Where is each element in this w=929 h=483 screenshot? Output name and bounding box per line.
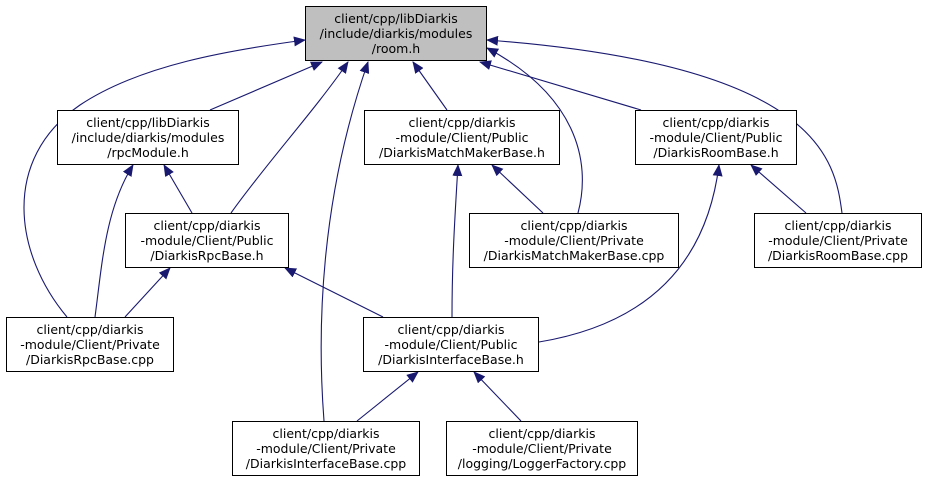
node-match-maker-base-cpp[interactable]: client/cpp/diarkis -module/Client/Privat… (469, 213, 679, 268)
node-room-base-h[interactable]: client/cpp/diarkis -module/Client/Public… (635, 110, 797, 165)
node-line: /DiarkisMatchMakerBase.cpp (483, 248, 665, 263)
node-room-base-cpp[interactable]: client/cpp/diarkis -module/Client/Privat… (754, 213, 922, 268)
node-line: /DiarkisRoomBase.h (653, 145, 779, 160)
edge-interface-base-h-to-match-maker-base-h (451, 164, 463, 318)
node-line: /DiarkisInterfaceBase.cpp (245, 456, 407, 471)
edge-room-base-cpp-to-room-base-h (750, 164, 807, 214)
edge-interface-base-h-to-rpc-base-h (284, 267, 384, 318)
node-line: client/cpp/diarkis (272, 426, 380, 441)
node-line: -module/Client/Private (504, 233, 644, 248)
node-line: -module/Client/Private (20, 337, 160, 352)
node-line: /include/diarkis/modules (71, 130, 225, 145)
edge-rpc-base-h-to-rpc-module-h (163, 164, 193, 214)
edge-interface-base-cpp-to-interface-base-h (356, 371, 419, 422)
edge-rpc-base-h-to-room-h (230, 61, 349, 214)
node-line: client/cpp/diarkis (784, 218, 892, 233)
node-line: -module/Client/Public (384, 337, 518, 352)
node-line: client/cpp/diarkis (488, 426, 596, 441)
node-line: /DiarkisInterfaceBase.h (378, 352, 524, 367)
node-line: /logging/LoggerFactory.cpp (457, 456, 627, 471)
node-rpc-module-h[interactable]: client/cpp/libDiarkis /include/diarkis/m… (57, 110, 239, 165)
node-line: /DiarkisMatchMakerBase.h (379, 145, 545, 160)
node-line: client/cpp/diarkis (662, 115, 770, 130)
node-interface-base-cpp[interactable]: client/cpp/diarkis -module/Client/Privat… (232, 421, 420, 476)
edge-rpc-base-cpp-to-rpc-module-h (94, 164, 134, 318)
node-rpc-base-h[interactable]: client/cpp/diarkis -module/Client/Public… (125, 213, 289, 268)
edge-interface-base-h-to-room-base-h (538, 164, 723, 343)
edge-rpc-base-cpp-to-room-h (23, 36, 306, 318)
node-interface-base-h[interactable]: client/cpp/diarkis -module/Client/Public… (363, 317, 539, 372)
node-line: /DiarkisRoomBase.cpp (767, 248, 909, 263)
node-rpc-base-cpp[interactable]: client/cpp/diarkis -module/Client/Privat… (6, 317, 174, 372)
node-logger-factory-cpp[interactable]: client/cpp/diarkis -module/Client/Privat… (446, 421, 638, 476)
node-line: client/cpp/diarkis (408, 115, 516, 130)
edge-rpc-module-h-to-room-h (209, 61, 323, 111)
node-match-maker-base-h[interactable]: client/cpp/diarkis -module/Client/Public… (364, 110, 560, 165)
edge-interface-base-cpp-to-room-h (320, 61, 370, 422)
node-line: /DiarkisRpcBase.h (150, 248, 264, 263)
edge-logger-factory-cpp-to-interface-base-h (473, 371, 522, 422)
node-line: /include/diarkis/modules (319, 26, 473, 41)
node-room-h: client/cpp/libDiarkis /include/diarkis/m… (305, 6, 487, 61)
node-line: -module/Client/Public (140, 233, 274, 248)
node-line: client/cpp/diarkis (153, 218, 261, 233)
node-line: -module/Client/Private (768, 233, 908, 248)
node-line: client/cpp/diarkis (36, 322, 144, 337)
dependency-edges (23, 35, 843, 422)
node-line: client/cpp/libDiarkis (86, 115, 210, 130)
node-line: -module/Client/Private (256, 441, 396, 456)
node-line: -module/Client/Public (649, 130, 783, 145)
node-line: client/cpp/diarkis (397, 322, 505, 337)
node-line: client/cpp/libDiarkis (334, 11, 458, 26)
edge-room-base-h-to-room-h (479, 60, 642, 111)
node-line: client/cpp/diarkis (520, 218, 628, 233)
node-line: -module/Client/Private (472, 441, 612, 456)
edge-match-maker-base-cpp-to-match-maker-base-h (491, 164, 544, 214)
node-line: /room.h (371, 41, 421, 56)
node-line: -module/Client/Public (395, 130, 529, 145)
edge-match-maker-base-h-to-room-h (412, 61, 448, 111)
node-line: /rpcModule.h (107, 145, 189, 160)
node-line: /DiarkisRpcBase.cpp (26, 352, 154, 367)
edge-match-maker-base-cpp-to-room-h (486, 47, 583, 214)
edge-rpc-base-cpp-to-rpc-base-h (124, 267, 171, 318)
